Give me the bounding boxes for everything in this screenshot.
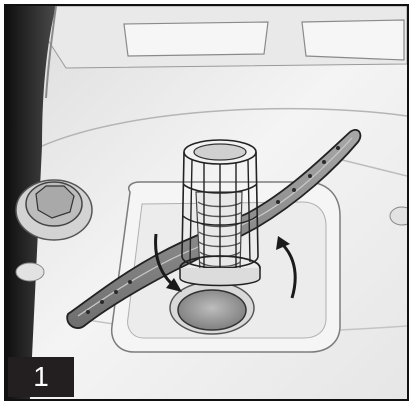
back-panel-right — [301, 19, 405, 61]
back-panel-left — [123, 21, 269, 57]
step-number-badge: 1 — [8, 357, 74, 397]
rotation-arrow-icon — [276, 236, 297, 299]
dispenser-cap — [15, 179, 93, 241]
dishwasher-filter-illustration — [6, 6, 407, 399]
filter-assembly — [179, 139, 261, 287]
rotation-arrow-icon — [154, 233, 182, 292]
floor-bump — [15, 262, 45, 282]
drain-hole — [177, 289, 247, 331]
left-wall-highlight — [45, 6, 57, 99]
floor-edge — [41, 107, 407, 147]
figure-frame: 1 — [4, 4, 409, 401]
floor-bump — [389, 206, 407, 226]
